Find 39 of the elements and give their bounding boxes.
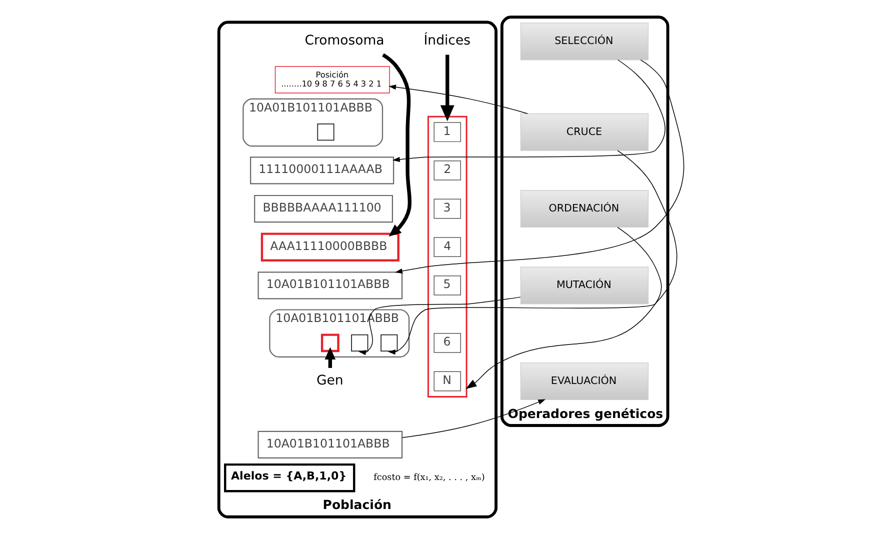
- arrow: [388, 150, 677, 355]
- node-box: Posición ........10 9 8 7 6 5 4 3 2 1: [274, 66, 390, 94]
- node-box: Alelos = {A,B,1,0}: [224, 463, 355, 492]
- arrow: [358, 296, 520, 356]
- node-box: 4: [433, 237, 460, 258]
- node-box: 2: [433, 160, 460, 180]
- node-box: 6: [433, 332, 460, 353]
- node-box: [320, 334, 339, 352]
- node-box: [380, 334, 398, 352]
- node-box: 10A01B101101ABBB: [257, 272, 402, 300]
- node-text: Cromosoma: [304, 34, 384, 49]
- node-box: SELECCIÓN: [520, 22, 648, 60]
- node-box: [350, 334, 368, 352]
- node-box: ORDENACIÓN: [520, 190, 648, 228]
- cluster: 10A01B101101ABBB: [242, 98, 383, 147]
- arrow: [465, 226, 662, 389]
- node-box: [316, 124, 334, 141]
- arrow: [382, 53, 412, 237]
- node-box: MUTACIÓN: [520, 266, 648, 304]
- node-text: Gen: [316, 374, 343, 389]
- arrow: [440, 54, 454, 122]
- arrow: [388, 84, 528, 114]
- node-box: EVALUACIÓN: [520, 362, 648, 400]
- cluster: [426, 116, 467, 398]
- node-box: N: [433, 371, 460, 392]
- node-box: AAA11110000BBBB: [260, 232, 399, 262]
- arrow: [401, 399, 546, 438]
- arrow: [392, 60, 665, 162]
- arrow: [324, 347, 336, 368]
- node-text: Índices: [423, 34, 470, 49]
- node-box: 3: [433, 198, 460, 219]
- node-box: 1: [433, 122, 460, 142]
- node-box: 5: [433, 275, 460, 296]
- node-box: BBBBBAAAA111100: [254, 194, 392, 223]
- node-box: 11110000111AAAAB: [250, 156, 394, 184]
- arrow: [394, 60, 684, 274]
- node-box: 10A01B101101ABBB: [257, 430, 402, 458]
- node-box: CRUCE: [520, 113, 648, 151]
- label: fcosto = f(x₁, x₂, . . . , xₘ): [373, 473, 484, 484]
